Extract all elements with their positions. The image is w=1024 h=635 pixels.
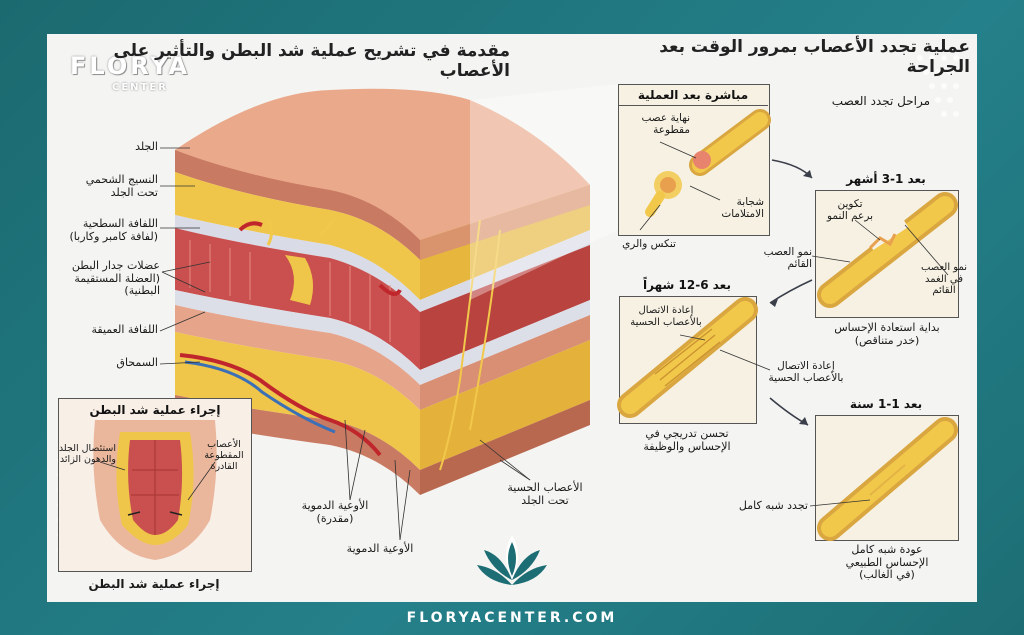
caption-1-3: بداية استعادة الإحساس (خدر متناقص) [834,321,940,347]
label-absorb-response: شجابة الامتلامات [721,196,764,221]
label-deep-fascia: اللفافة العميقة [91,323,158,336]
label-periosteum: السمحاق [116,356,158,369]
label-blood-vessels: الأوعية الدموية [346,542,414,555]
label-wallerian-degeneration: تنكس والري [622,238,676,250]
lotus-logo-icon [477,535,547,585]
label-abdominal-muscles: عضلات جدار البطن (العضلة المستقيمة البطن… [71,259,160,298]
inset-footer: إجراء عملية شد البطن [88,577,220,591]
label-blood-vessels-cut: الأوعية الدموية (مقدرة) [301,499,369,525]
footer-website[interactable]: FLORYACENTER.COM [406,610,618,626]
caption-6-12: تحسن تدريجي في الإحساس والوظيفة [643,427,731,453]
stage-1-3-header: بعد 1-3 أشهر [846,172,926,186]
label-reconnect-inner: إعادة الاتصال بالأعصاب الحسية [630,305,702,328]
label-existing-nerve-growth: نمو العصب القائم [763,246,812,271]
stage-6-12-header: بعد 6-12 شهراً [643,278,731,292]
title-regeneration: عملية تجدد الأعصاب بمرور الوقت بعد الجرا… [659,37,970,77]
label-cut-nerve-end: نهاية عصب مقطوعة [641,112,690,137]
label-sensory-nerves: الأعصاب الحسية تحت الجلد [507,481,583,507]
title-anatomy: مقدمة في تشريح عملية شد البطن والتأثير ع… [113,41,510,81]
stage-immediate-header: مباشرة بعد العملية [618,88,768,106]
stage-1-year-header: بعد 1-1 سنة [849,397,923,411]
brand-logo: FLORYA [70,52,191,80]
inset-header: إجراء عملية شد البطن [89,403,221,417]
label-near-complete: تجدد شبه كامل [738,499,808,512]
brand-logo-sub: CENTER [112,82,168,93]
label-subcutaneous-fat: النسيج الشحمي تحت الجلد [85,173,158,199]
inset-label-cut-nerves: الأعصاب المقطوعة القادرة [204,439,244,472]
label-growth-in-sheath: نمو العصب في الغمد القائم [920,262,968,296]
inset-label-skin-fat-removal: استئصال الجلد والدهون الزائد [58,443,116,465]
label-skin: الجلد [135,140,158,153]
label-reconnect-outer: إعادة الاتصال بالأعصاب الحسية [768,360,844,385]
label-superficial-fascia: اللفافة السطحية (لفافة كامبر وكاربا) [69,217,159,243]
label-growth-bud: تكوين برعم النمو [826,198,874,223]
caption-1-year: عودة شبه كامل الإحساس الطبيعي (في الغالب… [845,543,929,582]
label-stages-title: مراحل تجدد العصب [831,94,930,108]
